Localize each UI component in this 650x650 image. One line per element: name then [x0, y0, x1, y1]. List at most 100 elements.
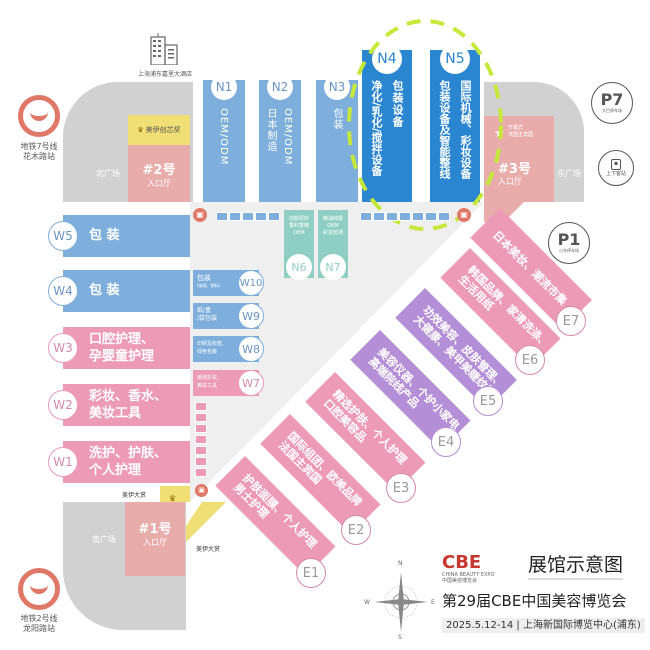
compass-e: E [431, 599, 435, 606]
hall-w9-line2: /袋包装 [197, 315, 218, 322]
hall-w1[interactable]: 洗护、护肤、个人护理 [63, 441, 190, 483]
booth [255, 212, 267, 221]
metro-station-huamu: 花木路站 [23, 152, 55, 161]
metro-icon [18, 568, 60, 610]
hall-w2[interactable]: 彩妆、香水、美妆工具 [63, 384, 190, 426]
hall-n5-label: 国际机械、彩妆设备 [459, 80, 472, 179]
hall-n6-line2: 香料香精 [288, 223, 309, 229]
hall-w3-badge: W3 [48, 333, 78, 363]
hall-w7-badge: W7 [238, 370, 264, 396]
hall-w4[interactable]: 包 装 [63, 270, 190, 312]
entrance-1-number: #1号 [138, 522, 172, 537]
booth [195, 424, 207, 433]
hall-n1-label: OEM/ODM [218, 108, 229, 166]
hotel-label: 上海浦东嘉里大酒店 [138, 71, 193, 78]
map-subtitle: 第29届CBE中国美容博览会 [442, 592, 627, 610]
booth [195, 457, 207, 466]
bus-stop: ▪ 上下客站 [598, 150, 634, 186]
hall-w2-label: 彩妆、香水、 [89, 389, 168, 404]
hall-w7-line1: 潮流彩妆、 [197, 375, 223, 381]
booth [195, 402, 207, 411]
hall-n2-label: OEM/ODM [282, 108, 293, 166]
innovation-award-area: ♛美伊创芯奖 [128, 115, 190, 145]
award-icon: ♛ [169, 494, 177, 503]
logo-english: CHINA BEAUTY EXPO [442, 572, 495, 578]
booth [242, 212, 254, 221]
hall-w10-line1: 包装 [197, 274, 211, 282]
compass-s: S [398, 634, 402, 641]
hall-w3[interactable]: 口腔护理、孕婴童护理 [63, 327, 190, 369]
entrance-2-number: #2号 [142, 163, 176, 178]
hall-w3-label: 口腔护理、 [89, 332, 155, 347]
hall-w5[interactable]: 包 装 [63, 215, 190, 257]
parking-p1: P1 小车停车场 [548, 222, 590, 264]
parking-p7-code: P7 [600, 90, 624, 109]
hall-n6-line1: 创新原料 [288, 216, 309, 222]
booth [425, 212, 437, 221]
entrance-1: #1号 入口厅 [125, 502, 185, 576]
hall-n4-label: 包装设备 [391, 80, 404, 128]
hall-w8-line1: 印刷及标签、 [197, 341, 228, 347]
compass-icon [374, 572, 428, 632]
award-icon: ♛ [137, 126, 144, 134]
parking-p1-code: P1 [557, 230, 581, 249]
hall-n6-line3: OEM [293, 230, 305, 236]
hall-w4-label: 包 装 [89, 283, 120, 298]
booth [195, 468, 207, 477]
hall-w9-badge: W9 [238, 303, 264, 329]
grand-award-label-2: 美伊大赏 [196, 546, 221, 553]
hall-n7-line2: OEM [327, 223, 339, 229]
booth [195, 435, 207, 444]
hall-n5-badge: N5 [440, 44, 470, 74]
hall-w10-badge: W10 [238, 270, 264, 296]
booth [229, 212, 241, 221]
parking-p1-label: 小车停车场 [559, 248, 579, 253]
entrance-2-label: 入口厅 [147, 179, 171, 188]
restroom-icon: ▣ [193, 208, 207, 222]
compass-n: N [398, 560, 403, 567]
booth [373, 212, 385, 221]
metro-station-longyang: 龙阳路站 [23, 624, 55, 633]
booth [386, 212, 398, 221]
hall-n4-label2: 净化/乳化/搅拌设备 [370, 80, 383, 177]
hall-n5[interactable]: N5 国际机械、彩妆设备 包装设备及智能整线 [430, 44, 480, 202]
restroom-icon: ▣ [457, 208, 471, 222]
entrance-1-label: 入口厅 [143, 538, 167, 547]
highlight-ring [347, 19, 503, 231]
compass-w: W [364, 599, 370, 606]
hall-e4-badge: E4 [431, 427, 461, 457]
hall-e3-badge: E3 [386, 473, 416, 503]
parking-p7: P7 大巴停车场 [591, 82, 633, 124]
hall-n3-badge: N3 [324, 74, 350, 100]
entrance-3-label: 入口厅 [498, 177, 522, 186]
hall-n7-line3: 彩妆检测 [322, 230, 343, 236]
metro-line-7: 地铁7号线 [20, 142, 58, 151]
hall-w10-line2: (玻璃、塑料) [197, 283, 221, 288]
date-venue: 2025.5.12-14 | 上海新国际博览中心(浦东) [442, 618, 645, 633]
booth [360, 212, 372, 221]
building-icon [145, 33, 185, 66]
hall-e6-badge: E6 [515, 345, 545, 375]
hall-n5-label2: 包装设备及智能整线 [438, 80, 451, 179]
bus-icon: ▪ [611, 159, 621, 170]
guest-country-label: 法国主宾国 [508, 132, 534, 138]
booth [399, 212, 411, 221]
hall-w1-label2: 个人护理 [89, 463, 142, 478]
grand-award-label: 美伊大赏 [122, 492, 147, 499]
hall-n1[interactable]: N1 OEM/ODM [203, 74, 245, 202]
logo-brand: CBE [442, 552, 482, 573]
hall-n2[interactable]: N2 OEM/ODM 日本制造 [259, 74, 301, 202]
hall-n2-label2: 日本制造 [265, 108, 276, 152]
metro-icon [18, 95, 60, 137]
east-plaza-label: 东广场 [557, 169, 581, 178]
hall-e7-badge: E7 [556, 306, 586, 336]
hall-n7-badge: N7 [320, 254, 346, 280]
hall-n4[interactable]: N4 包装设备 净化/乳化/搅拌设备 [362, 44, 412, 202]
hall-w1-label: 洗护、护肤、 [89, 446, 168, 461]
hall-w5-label: 包 装 [89, 228, 120, 243]
logo-chinese: 中国美容博览会 [442, 578, 478, 584]
hall-e1-badge: E1 [296, 558, 326, 588]
